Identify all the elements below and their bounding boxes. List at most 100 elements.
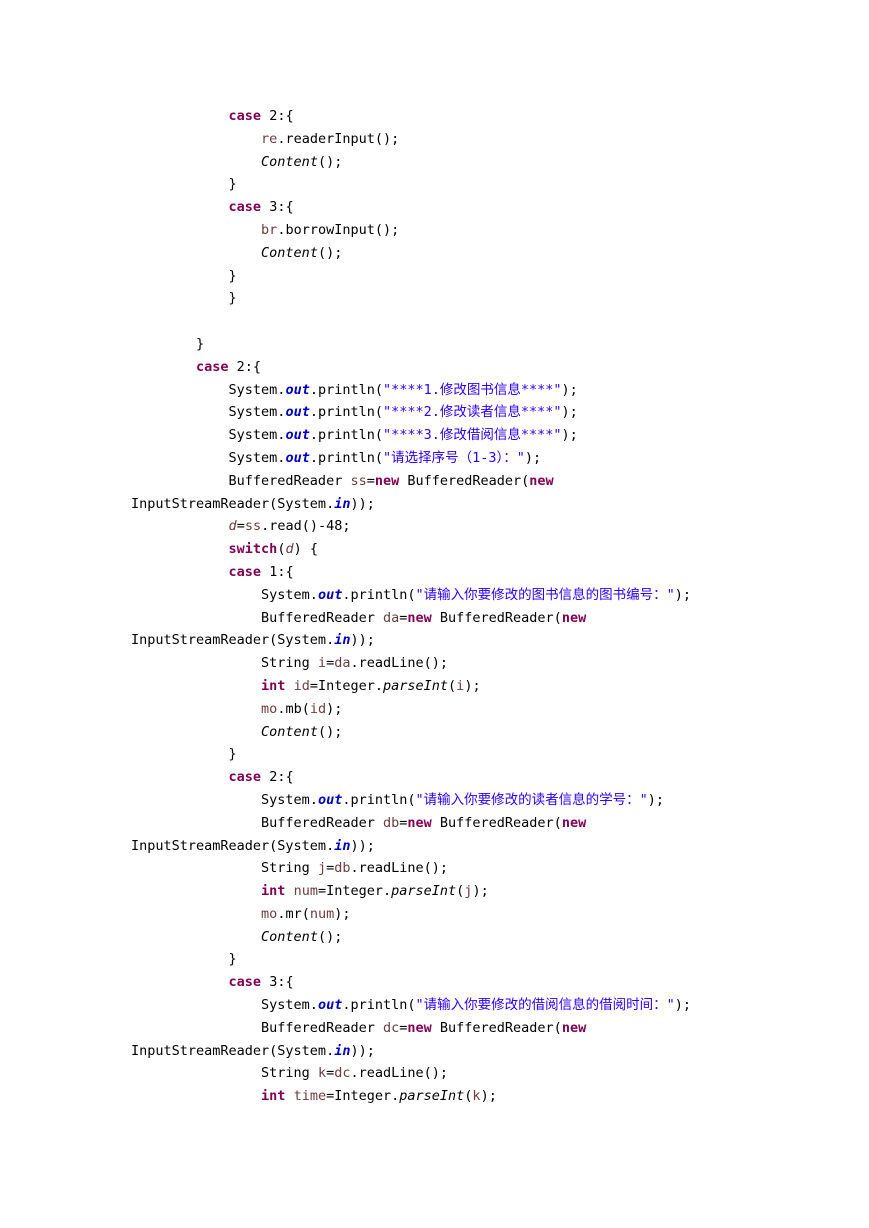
code-token: System.	[131, 449, 286, 466]
code-token: id	[309, 700, 327, 717]
code-token: System.	[131, 427, 286, 444]
code-token: InputStreamReader(System.	[131, 495, 335, 512]
code-token: dc	[382, 1019, 400, 1036]
code-line	[131, 310, 851, 333]
code-token: );	[561, 427, 578, 444]
code-token: in	[334, 1042, 351, 1059]
code-line: System.out.println("****2.修改读者信息****");	[131, 401, 851, 424]
code-token: "****2.修改读者信息****"	[382, 404, 562, 421]
code-line: Content();	[131, 926, 851, 949]
code-token: Content	[261, 723, 318, 740]
code-token: BufferedReader(	[431, 609, 562, 626]
code-token: );	[326, 700, 343, 717]
code-token: int	[261, 883, 286, 900]
code-token: );	[524, 449, 542, 466]
code-token: );	[480, 1088, 497, 1105]
code-token: case	[228, 563, 262, 580]
code-token: parseInt	[399, 1088, 465, 1105]
code-token: in	[334, 632, 351, 649]
code-token: BufferedReader	[131, 814, 383, 831]
code-token: );	[561, 404, 578, 421]
code-line: System.out.println("请选择序号（1-3）：");	[131, 447, 851, 470]
code-token	[131, 222, 261, 238]
code-token: (	[464, 1088, 473, 1105]
code-line: InputStreamReader(System.in));	[131, 835, 851, 858]
code-token: 3:{	[261, 974, 294, 991]
code-token: BufferedReader(	[431, 814, 562, 831]
code-token: String	[131, 860, 318, 877]
code-line: re.readerInput();	[131, 128, 851, 151]
code-token: }	[131, 290, 237, 307]
code-token: ();	[317, 723, 343, 740]
code-token: "请输入你要修改的读者信息的学号："	[415, 791, 648, 808]
code-token: ));	[350, 632, 375, 649]
code-token: d	[228, 518, 237, 535]
code-line: BufferedReader ss=new BufferedReader(new	[131, 470, 851, 493]
code-token: .readerInput();	[277, 130, 400, 147]
code-token: new	[407, 609, 432, 626]
code-token: case	[196, 358, 229, 375]
code-token: .readLine();	[350, 1065, 449, 1082]
code-token: case	[228, 974, 262, 991]
code-token: out	[285, 449, 310, 466]
code-token	[131, 154, 261, 170]
code-token: in	[334, 837, 351, 854]
code-token: .mb(	[277, 700, 310, 717]
code-line: System.out.println("****1.修改图书信息****");	[131, 379, 851, 402]
code-token: new	[561, 814, 587, 831]
code-token	[131, 564, 229, 580]
code-token	[131, 769, 229, 785]
code-token: out	[317, 586, 343, 603]
code-token: dc	[334, 1065, 351, 1082]
code-token: BufferedReader(	[399, 472, 530, 489]
code-token: .println(	[342, 791, 416, 808]
code-token: );	[647, 791, 665, 808]
code-token: }	[131, 267, 237, 284]
code-token: System.	[131, 791, 318, 808]
code-line: Content();	[131, 242, 851, 265]
code-token: out	[317, 791, 343, 808]
code-line: }	[131, 743, 851, 766]
code-token: (	[456, 883, 465, 900]
code-token: System.	[131, 381, 286, 398]
code-token: case	[228, 108, 262, 124]
code-line: }	[131, 287, 851, 310]
code-line: BufferedReader db=new BufferedReader(new	[131, 812, 851, 835]
code-token: InputStreamReader(System.	[131, 1042, 335, 1059]
code-listing: case 2:{ re.readerInput(); Content(); } …	[131, 105, 851, 1108]
code-token	[131, 883, 261, 899]
code-token: in	[334, 495, 351, 512]
code-token	[131, 701, 261, 717]
code-line: int time=Integer.parseInt(k);	[131, 1085, 851, 1108]
code-token: k	[472, 1088, 481, 1105]
code-token: out	[285, 404, 310, 421]
code-token: new	[561, 1019, 587, 1036]
code-token: k	[317, 1065, 327, 1082]
code-line: }	[131, 173, 851, 196]
code-token: br	[261, 221, 278, 238]
code-token: .println(	[309, 404, 383, 421]
code-token: case	[228, 199, 262, 216]
code-token: out	[317, 997, 343, 1014]
code-line: Content();	[131, 721, 851, 744]
code-token: Content	[261, 153, 318, 170]
code-token: BufferedReader	[131, 472, 351, 489]
code-line: mo.mb(id);	[131, 698, 851, 721]
code-token: "请输入你要修改的借阅信息的借阅时间："	[415, 997, 675, 1014]
code-token: ) {	[293, 541, 318, 558]
code-token	[131, 199, 229, 215]
code-line: System.out.println("请输入你要修改的读者信息的学号：");	[131, 789, 851, 812]
code-token	[131, 245, 261, 261]
code-token	[131, 974, 229, 990]
code-line: }	[131, 948, 851, 971]
code-token: "****1.修改图书信息****"	[382, 381, 562, 398]
code-line: System.out.println("****3.修改借阅信息****");	[131, 424, 851, 447]
code-token: );	[464, 677, 481, 694]
code-line: Content();	[131, 151, 851, 174]
code-token: }	[131, 746, 237, 763]
code-token: id	[293, 677, 310, 694]
code-token: ();	[317, 244, 343, 261]
code-token: da	[382, 609, 400, 626]
code-token: BufferedReader	[131, 609, 383, 626]
code-line: d=ss.read()-48;	[131, 515, 851, 538]
